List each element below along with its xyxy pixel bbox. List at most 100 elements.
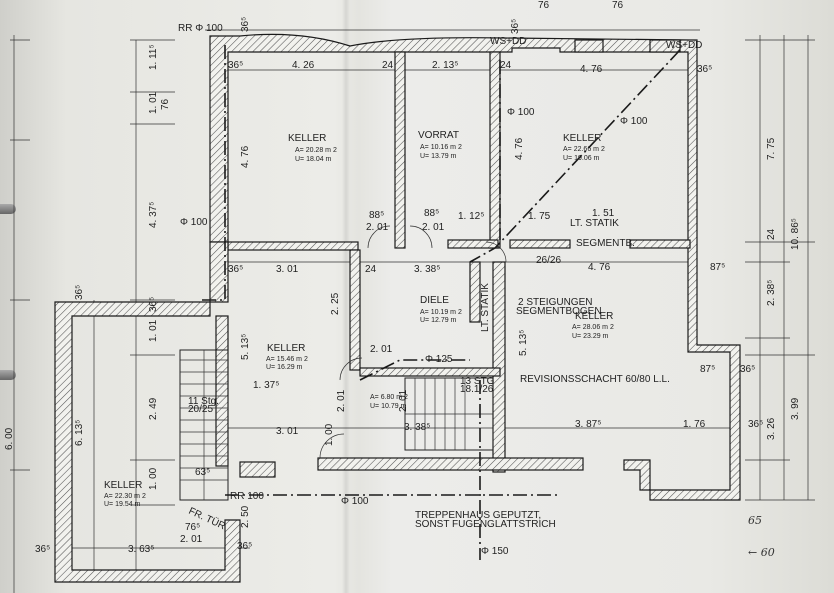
dimension-label: 2. 50 xyxy=(240,505,251,528)
dimension-label: 3. 63⁵ xyxy=(128,544,154,555)
annotation: 2 STEIGUNGEN xyxy=(518,297,592,308)
page-fold xyxy=(342,0,350,593)
annotation: 13 STG xyxy=(460,376,495,387)
dimension-label: 2. 01 xyxy=(336,389,347,412)
annotation: WS+DD xyxy=(490,36,526,47)
dimension-label: 4. 26 xyxy=(292,60,315,71)
room-perimeter: U= 10.79 m xyxy=(370,403,407,410)
binder-ring xyxy=(0,370,16,380)
dimension-label: 36⁵ xyxy=(228,264,243,275)
right-dimension-chain xyxy=(745,35,815,501)
dimension-label: 2. 25 xyxy=(330,292,341,315)
room-perimeter: U= 13.79 m xyxy=(420,153,457,160)
room-name: KELLER xyxy=(575,311,613,322)
room-perimeter: U= 18.04 m xyxy=(295,156,332,163)
room-area: A= 28.06 m 2 xyxy=(572,324,614,331)
annotation: Φ 100 xyxy=(507,107,535,118)
dimension-label: 4. 76 xyxy=(240,145,251,168)
dimension-label: 76 xyxy=(612,0,624,11)
annotation: LT. STATIK xyxy=(570,218,619,229)
room-area: A= 10.16 m 2 xyxy=(420,144,462,151)
dimension-label: 6. 13⁵ xyxy=(74,420,85,446)
dimension-label: 2. 01 xyxy=(366,222,389,233)
dimension-label: 88⁵ xyxy=(424,208,439,219)
dimension-label: 2. 13⁵ xyxy=(432,60,458,71)
room-perimeter: U= 12.79 m xyxy=(420,317,457,324)
door-swings xyxy=(319,225,507,459)
dimension-label: 3. 01 xyxy=(276,264,299,275)
handwritten-note: 65 xyxy=(748,514,762,527)
dimension-label: 36⁵ xyxy=(74,285,85,300)
dimension-label: 24 xyxy=(500,60,512,71)
dimension-label: 36⁵ xyxy=(740,364,755,375)
annotation: 11 Stg. xyxy=(188,396,219,407)
dimension-label: 36⁵ xyxy=(510,19,521,34)
dimension-label: 1. 75 xyxy=(528,211,551,222)
dimension-label: 1. 01 xyxy=(148,91,159,114)
dimension-label: 76 xyxy=(160,98,171,110)
dimension-label: 2. 01 xyxy=(370,344,393,355)
dimension-label: 4. 76 xyxy=(588,262,611,273)
handwritten-note: ← 60 xyxy=(748,546,775,559)
dimension-label: 36⁵ xyxy=(748,419,763,430)
dimension-label: 1. 00 xyxy=(148,467,159,490)
dimension-label: 87⁵ xyxy=(710,262,725,273)
dimension-label: 3. 87⁵ xyxy=(575,419,601,430)
dimension-label: 2. 49 xyxy=(148,397,159,420)
dimension-label: 36⁵ xyxy=(697,64,712,75)
dimension-label: 36⁵ xyxy=(35,544,50,555)
dimension-label: 6. 00 xyxy=(4,427,15,450)
room-vorrat: VORRAT A= 10.16 m 2 U= 13.79 m xyxy=(418,130,462,160)
annotation: Φ 100 xyxy=(341,496,369,507)
room-keller-3: KELLER A= 15.46 m 2 U= 16.29 m xyxy=(266,343,308,371)
dimension-label: 36⁵ xyxy=(148,297,159,312)
annotation: 20/25 xyxy=(188,404,213,415)
annotation: Φ 150 xyxy=(481,546,509,557)
room-name: DIELE xyxy=(420,295,449,306)
dimension-label: 1. 12⁵ xyxy=(458,211,484,222)
dimension-label: 63⁵ xyxy=(195,467,210,478)
dimension-label: 2. 01 xyxy=(180,534,203,545)
dimension-label: 76⁵ xyxy=(185,522,200,533)
annotations: RR Φ 100 RR 100 Φ 100 Φ 100 Φ 100 Φ 100 … xyxy=(178,23,702,557)
room-area: A= 22.30 m 2 xyxy=(104,493,146,500)
annotation: SONST FUGENGLATTSTRICH xyxy=(415,519,556,530)
dimension-label: 1. 76 xyxy=(683,419,706,430)
annotation: Φ 100 xyxy=(620,116,648,127)
dimension-label: 1. 37⁵ xyxy=(253,380,279,391)
dimension-label: 24 xyxy=(766,228,777,240)
room-perimeter: U= 16.29 m xyxy=(266,364,303,371)
horizontal-dimensions: 4. 26 2. 13⁵ 4. 76 36⁵ 24 24 36⁵ 3. 01 3… xyxy=(35,0,763,555)
dimension-label: 4. 76 xyxy=(514,137,525,160)
binder-ring xyxy=(0,204,16,214)
dimension-label: 1. 51 xyxy=(592,208,615,219)
room-keller-5: KELLER A= 22.30 m 2 U= 19.54 m xyxy=(104,480,146,508)
dimension-label: 24 xyxy=(365,264,377,275)
room-name: KELLER xyxy=(563,133,601,144)
dimension-label: 2. 01 xyxy=(398,389,409,412)
dimension-label: 3. 38⁵ xyxy=(414,264,440,275)
dimension-label: 7. 75 xyxy=(766,137,777,160)
annotation: Φ 100 xyxy=(180,217,208,228)
room-name: VORRAT xyxy=(418,130,459,141)
room-area: A= 15.46 m 2 xyxy=(266,356,308,363)
vertical-dimensions: 1. 11⁵ 1. 01 76 4. 37⁵ 36⁵ 1. 01 2. 49 1… xyxy=(4,17,801,528)
room-area: A= 10.19 m 2 xyxy=(420,309,462,316)
annotation: 26/26 xyxy=(536,255,561,266)
dimension-label: 88⁵ xyxy=(369,210,384,221)
annotation: WS+DD xyxy=(666,40,702,51)
dimension-label: 24 xyxy=(382,60,394,71)
top-dimension-chain xyxy=(60,29,740,549)
annotation: 18.1/26 xyxy=(460,384,494,395)
room-name: KELLER xyxy=(104,480,142,491)
dimension-label: 87⁵ xyxy=(700,364,715,375)
room-name: KELLER xyxy=(267,343,305,354)
dimension-label: 36⁵ xyxy=(240,17,251,32)
room-area: A= 20.28 m 2 xyxy=(295,147,337,154)
room-keller-1: KELLER A= 20.28 m 2 U= 18.04 m xyxy=(288,133,337,163)
room-perimeter: U= 23.29 m xyxy=(572,333,609,340)
dimension-label: 1. 00 xyxy=(324,423,335,446)
annotation: REVISIONSSCHACHT 60/80 L.L. xyxy=(520,374,670,385)
